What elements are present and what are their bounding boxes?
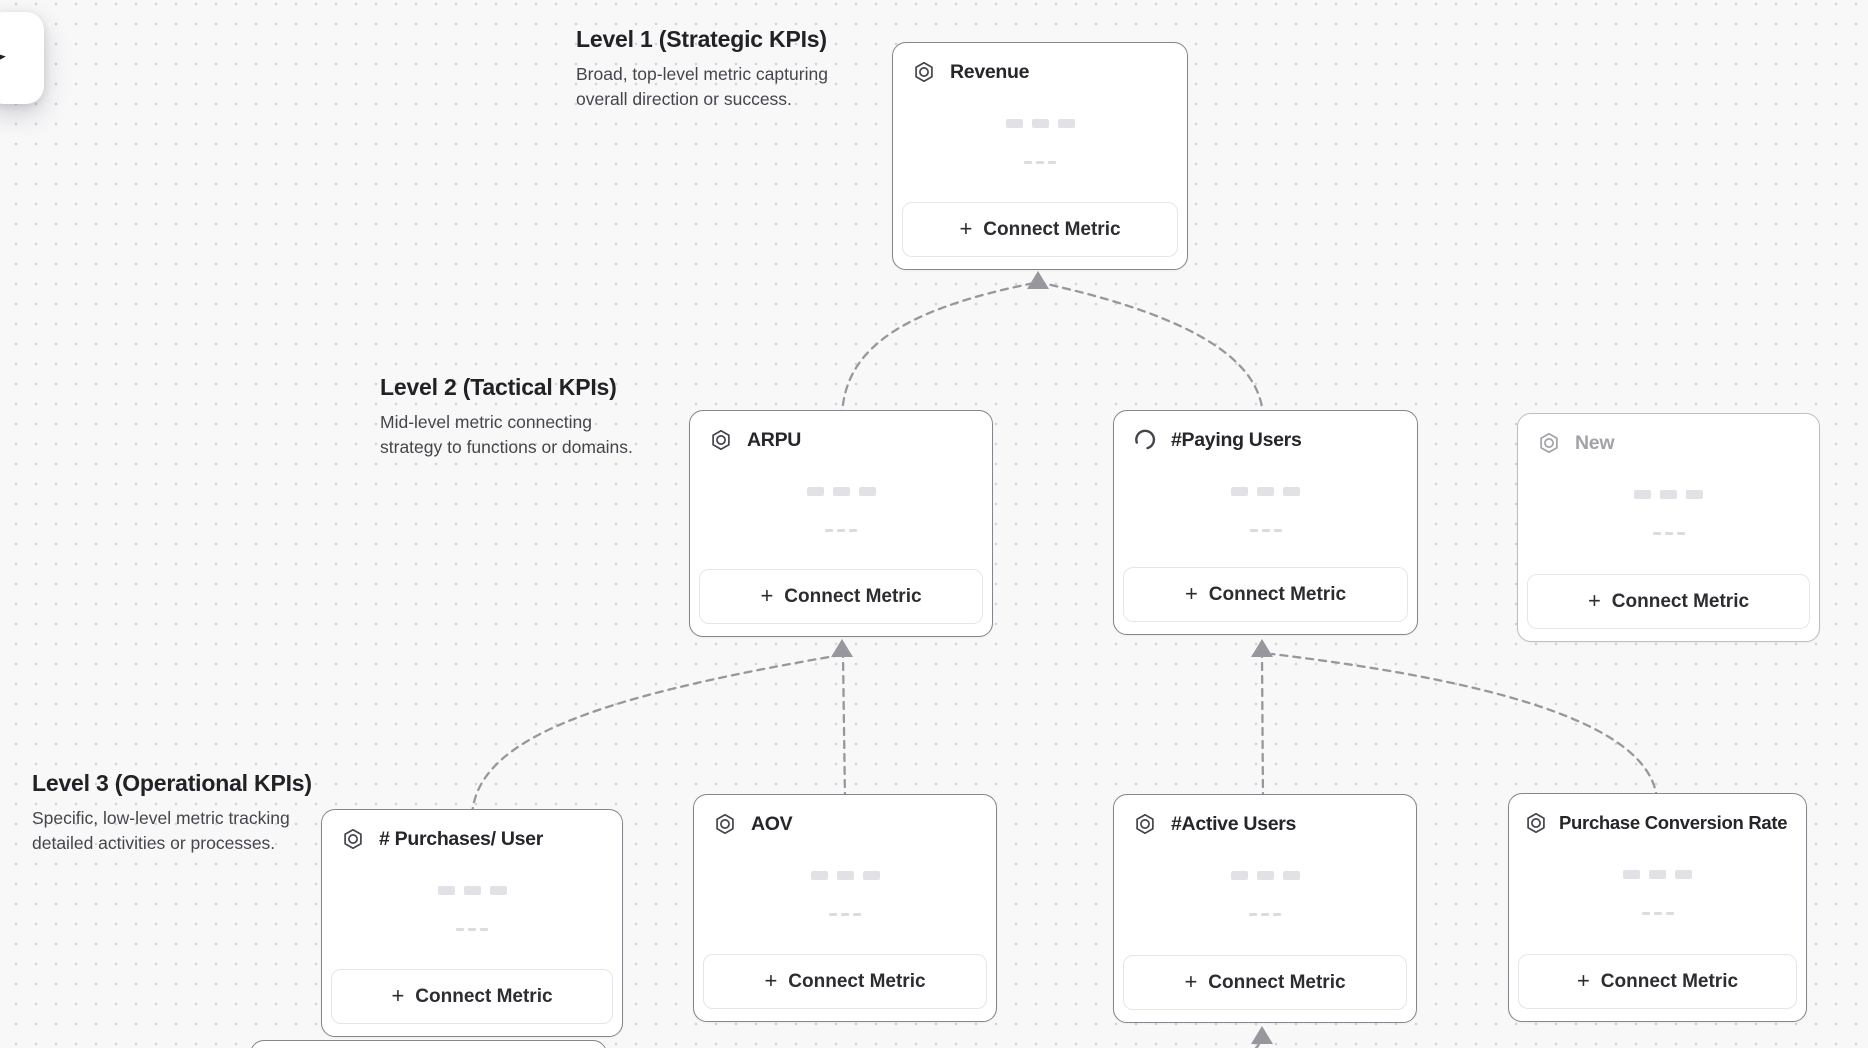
plus-icon: + [1184,580,1198,606]
plus-icon: + [959,215,973,241]
metric-card-aov[interactable]: AOV + Connect Metric [693,794,997,1022]
level-2-desc-line1: Mid-level metric connecting [380,412,593,432]
connect-metric-button[interactable]: + Connect Metric [1123,955,1407,1010]
connector-activeusers-to-payingusers [1260,653,1265,802]
metric-skeleton-dashes [690,529,992,532]
hexagon-metric-icon [1133,812,1157,836]
metric-skeleton-dashes [322,928,622,931]
connect-metric-button[interactable]: + Connect Metric [1527,574,1810,629]
metric-card-title: #Paying Users [1171,428,1302,451]
hexagon-metric-icon [1537,431,1561,455]
arrowhead-into-payingusers [1251,639,1273,657]
metric-card-arpu[interactable]: ARPU + Connect Metric [689,410,993,637]
connect-metric-label: Connect Metric [1208,583,1347,605]
level-1-desc-line1: Broad, top-level metric capturing [576,64,828,84]
connect-metric-button[interactable]: + Connect Metric [703,954,987,1009]
metric-skeleton-dashes [1509,912,1806,915]
metric-card-title: Purchase Conversion Rate [1559,812,1788,833]
metric-skeleton-bars [694,871,996,880]
hexagon-metric-icon [713,812,737,836]
connect-metric-label: Connect Metric [1208,971,1346,993]
metric-card-title: #Active Users [1171,812,1297,835]
level-3-desc-line2: detailed activities or processes. [32,833,276,853]
metric-skeleton-bars [1509,870,1806,879]
toolbar-cursor-chip[interactable] [0,12,44,104]
metric-card-paying-users[interactable]: #Paying Users + Connect Metric [1113,410,1418,635]
metric-card-title: ARPU [747,428,802,451]
metric-skeleton-bars [1518,490,1819,499]
metric-card-title: # Purchases/ User [379,827,544,850]
metric-skeleton-dashes [694,913,996,916]
metric-card-title: Revenue [950,60,1030,83]
connect-metric-label: Connect Metric [1600,970,1739,992]
metric-skeleton-bars [322,886,622,895]
connect-metric-label: Connect Metric [1611,590,1750,612]
metric-skeleton-bars [1114,487,1417,496]
connector-pcr-to-payingusers [1270,652,1659,802]
metric-card-title: AOV [751,812,793,835]
plus-icon: + [764,967,778,993]
connect-metric-button[interactable]: + Connect Metric [331,969,613,1024]
connect-metric-label: Connect Metric [788,970,926,992]
level-3-desc-line1: Specific, low-level metric tracking [32,808,290,828]
connector-arpu-to-revenue [840,281,1036,420]
plus-icon: + [1184,968,1198,994]
metric-card-purchases-per-user[interactable]: # Purchases/ User + Connect Metric [321,809,623,1037]
arrowhead-into-arpu [831,639,853,657]
metric-skeleton-dashes [1114,913,1416,916]
hexagon-metric-icon [1524,811,1548,835]
metric-skeleton-bars [1114,871,1416,880]
hexagon-metric-icon [912,60,936,84]
metric-skeleton-bars [893,119,1187,128]
connect-metric-label: Connect Metric [983,218,1121,240]
level-1-heading: Level 1 (Strategic KPIs) [576,26,827,52]
metric-skeleton-dashes [1114,529,1417,532]
connect-metric-button[interactable]: + Connect Metric [902,202,1178,257]
plus-icon: + [1587,587,1601,613]
plus-icon: + [1576,967,1590,993]
connector-offscreen-to-activeusers [1254,1030,1264,1048]
connect-metric-button[interactable]: + Connect Metric [1518,954,1797,1009]
metric-skeleton-dashes [1518,532,1819,535]
level-2-desc-line2: strategy to functions or domains. [380,437,633,457]
level-2-heading: Level 2 (Tactical KPIs) [380,374,617,400]
metric-skeleton-dashes [893,161,1187,164]
plus-icon: + [391,982,405,1008]
spinner-icon [1133,428,1157,452]
level-2-label: Level 2 (Tactical KPIs) Mid-level metric… [380,374,633,460]
metric-card-active-users[interactable]: #Active Users + Connect Metric [1113,794,1417,1023]
metric-card-purchase-conversion-rate[interactable]: Purchase Conversion Rate + Connect Metri… [1508,793,1807,1022]
arrowhead-into-activeusers [1251,1026,1273,1044]
level-1-desc-line2: overall direction or success. [576,89,792,109]
metric-skeleton-bars [690,487,992,496]
connect-metric-button[interactable]: + Connect Metric [1123,567,1408,622]
connect-metric-button[interactable]: + Connect Metric [699,569,983,624]
connect-metric-label: Connect Metric [784,585,922,607]
level-3-label: Level 3 (Operational KPIs) Specific, low… [32,770,312,856]
metric-card-new[interactable]: New + Connect Metric [1517,413,1820,642]
connector-purchasesuser-to-arpu [470,654,837,817]
hexagon-metric-icon [341,827,365,851]
metric-card-revenue[interactable]: Revenue + Connect Metric [892,42,1188,270]
metric-card-title: New [1575,431,1615,454]
hexagon-metric-icon [709,428,733,452]
level-3-heading: Level 3 (Operational KPIs) [32,770,312,796]
connector-aov-to-arpu [841,653,847,802]
connector-payingusers-to-revenue [1040,281,1265,420]
level-1-label: Level 1 (Strategic KPIs) Broad, top-leve… [576,26,828,112]
metric-card-partial-bottom[interactable] [250,1040,607,1048]
plus-icon: + [760,582,774,608]
arrowhead-into-revenue [1027,271,1049,289]
connect-metric-label: Connect Metric [415,985,553,1007]
